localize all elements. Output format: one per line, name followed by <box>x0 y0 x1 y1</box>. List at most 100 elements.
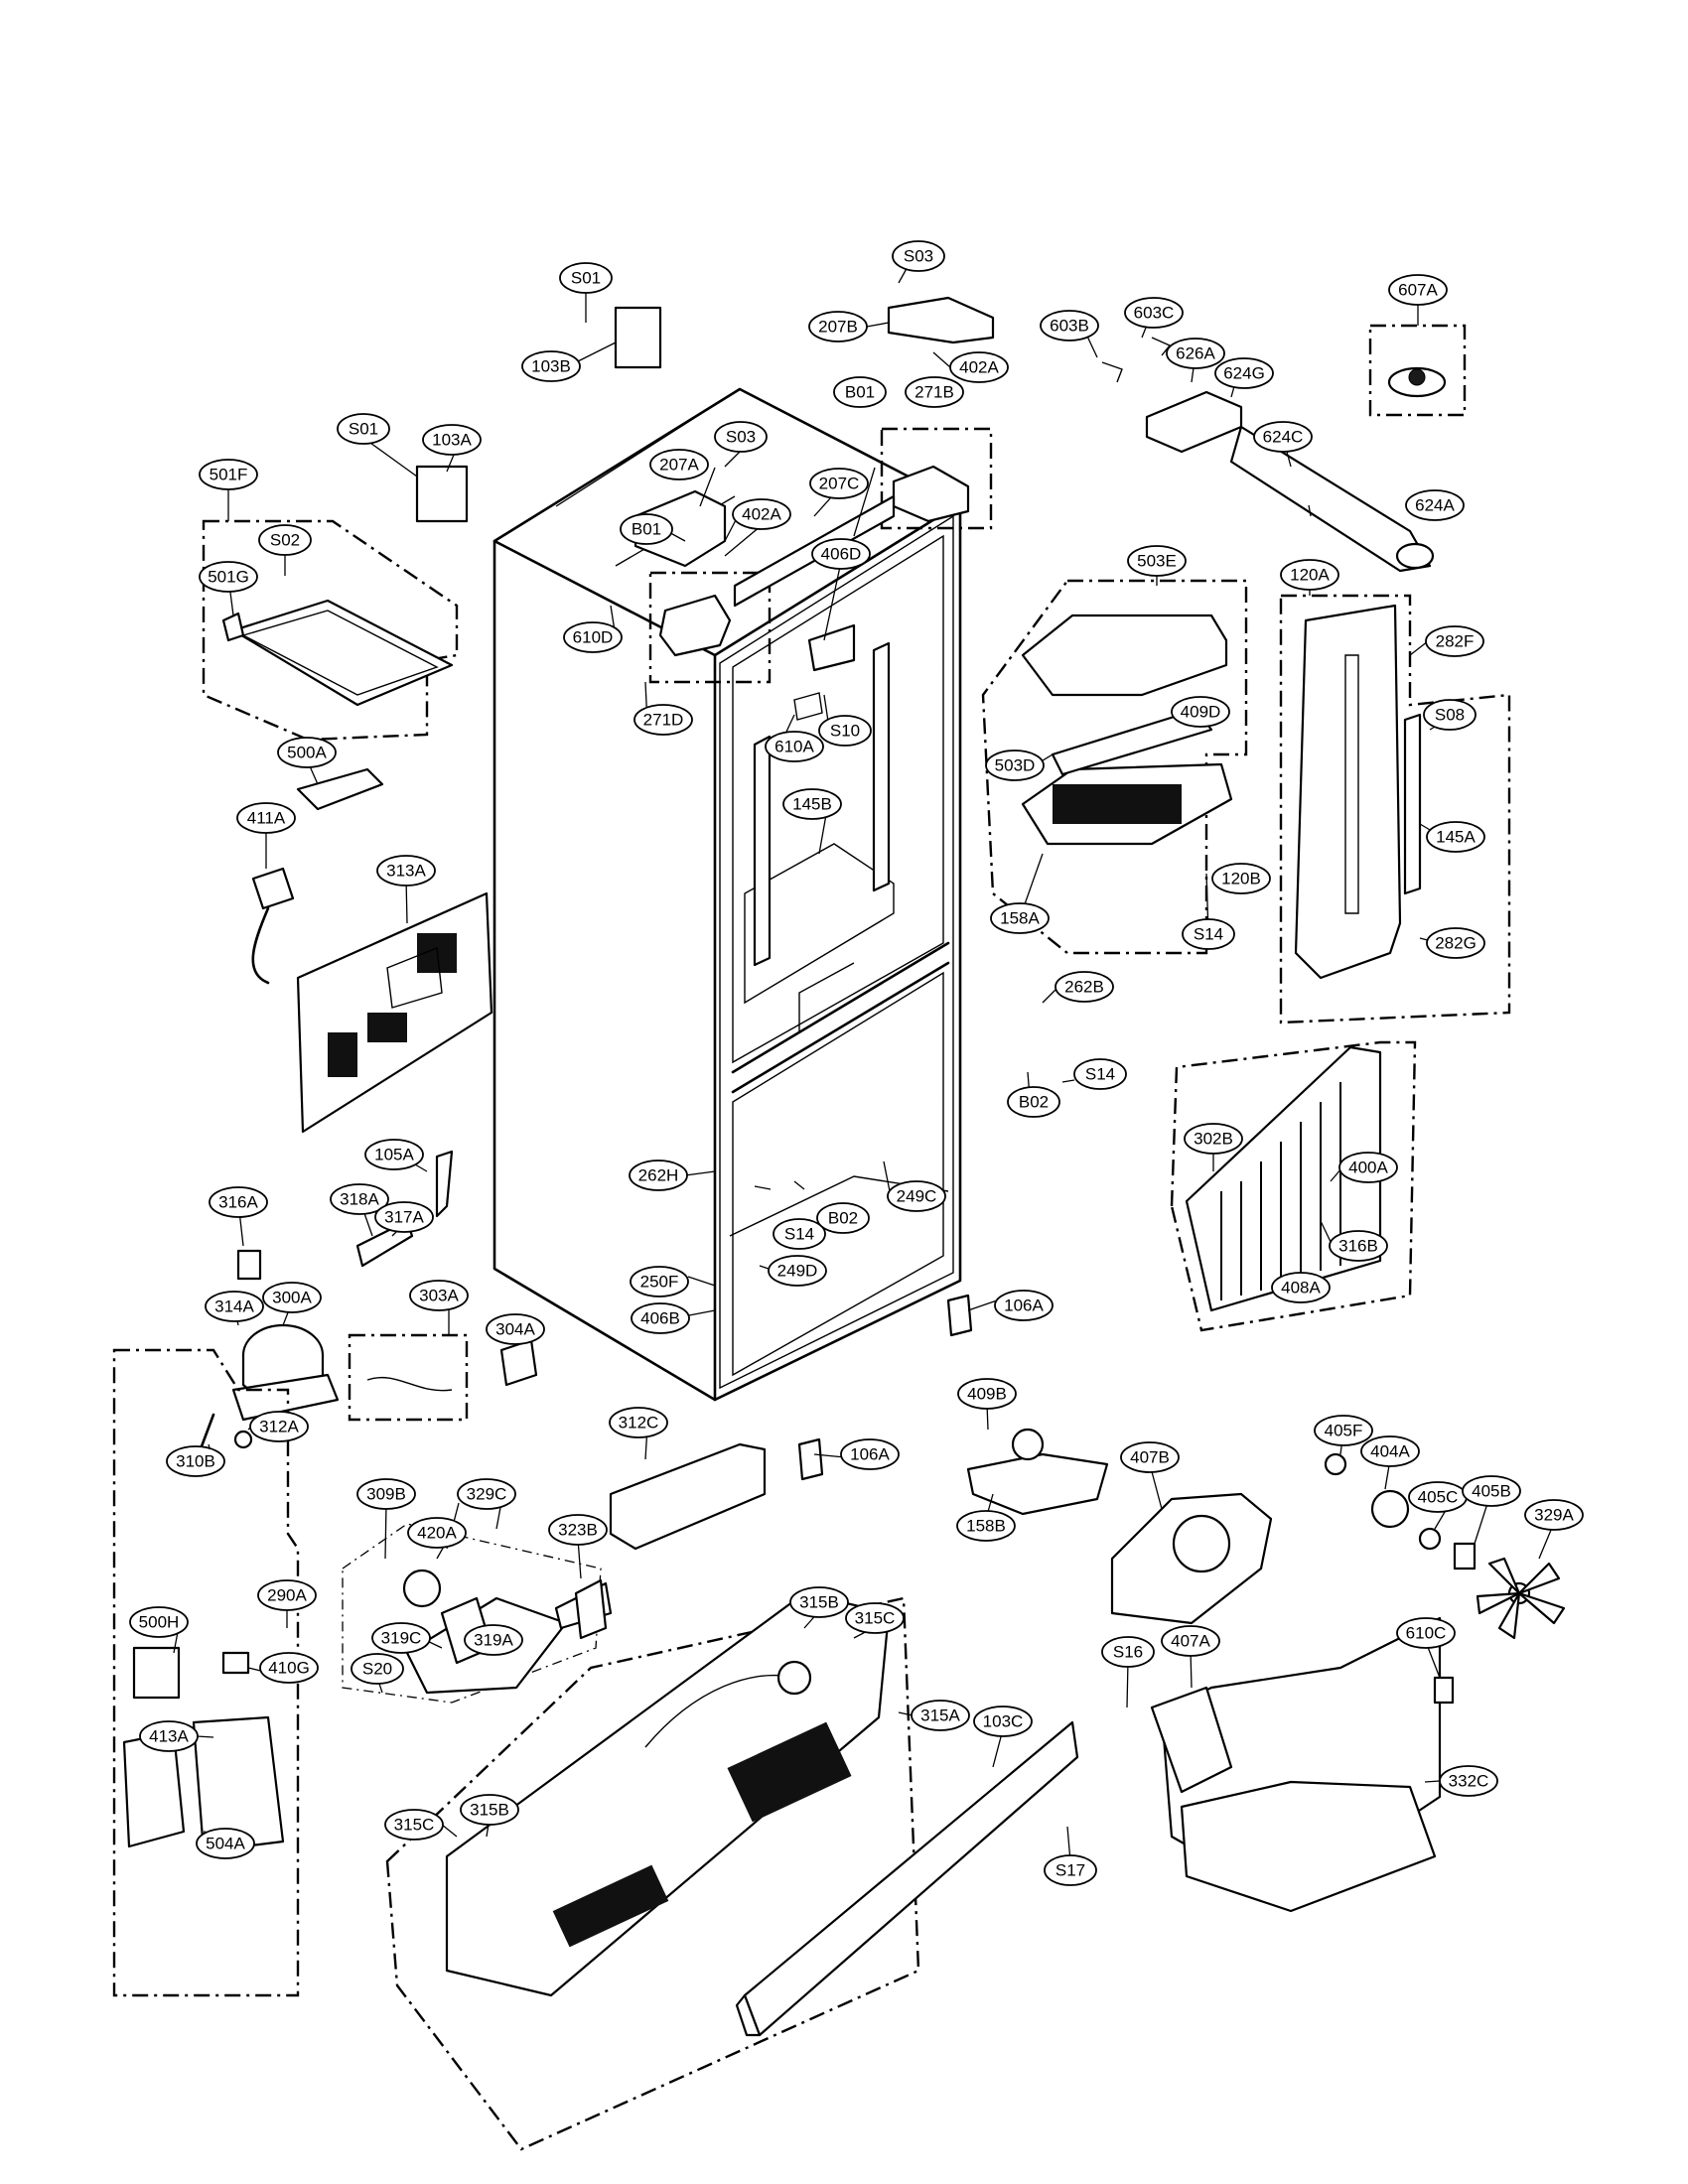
svg-text:501G: 501G <box>208 568 249 587</box>
svg-text:624C: 624C <box>1263 428 1304 447</box>
callout-103C: 103C <box>973 1706 1033 1737</box>
svg-text:249D: 249D <box>777 1262 818 1281</box>
svg-text:319A: 319A <box>474 1631 513 1650</box>
callout-500H: 500H <box>129 1606 189 1638</box>
callout-332C: 332C <box>1439 1765 1498 1797</box>
callout-250F: 250F <box>630 1266 689 1297</box>
svg-text:315B: 315B <box>799 1593 839 1612</box>
callout-319A: 319A <box>464 1624 523 1656</box>
callout-120A: 120A <box>1280 559 1339 591</box>
leveling-legs <box>797 1294 973 1481</box>
svg-text:S02: S02 <box>270 531 300 550</box>
svg-text:249C: 249C <box>897 1187 937 1206</box>
inner-rails <box>753 641 891 967</box>
callout-610C: 610C <box>1396 1617 1456 1649</box>
svg-text:S14: S14 <box>784 1225 814 1244</box>
svg-text:120A: 120A <box>1290 566 1330 585</box>
svg-text:405B: 405B <box>1472 1482 1511 1501</box>
svg-text:B01: B01 <box>632 520 661 539</box>
callout-411A: 411A <box>236 802 296 834</box>
callout-282G: 282G <box>1426 927 1485 959</box>
callout-S16: S16 <box>1101 1636 1155 1668</box>
svg-text:329C: 329C <box>467 1485 507 1504</box>
svg-text:406B: 406B <box>640 1309 680 1328</box>
svg-text:500H: 500H <box>139 1613 180 1632</box>
callout-S08: S08 <box>1423 699 1477 731</box>
callout-315C: 315C <box>845 1602 905 1634</box>
svg-text:402A: 402A <box>959 358 999 377</box>
evaporator-cover-group <box>981 579 1511 1024</box>
callout-312A: 312A <box>249 1411 309 1442</box>
svg-text:106A: 106A <box>850 1445 890 1464</box>
callout-314A: 314A <box>205 1291 264 1322</box>
svg-text:303A: 303A <box>419 1287 459 1305</box>
callout-304A: 304A <box>486 1313 545 1345</box>
callout-262B: 262B <box>1055 971 1114 1003</box>
callout-329C: 329C <box>457 1478 516 1510</box>
callout-610D: 610D <box>563 621 623 653</box>
svg-text:106A: 106A <box>1004 1297 1044 1315</box>
callout-207C: 207C <box>809 468 869 499</box>
callout-406D: 406D <box>811 538 871 570</box>
callout-271D: 271D <box>633 704 693 736</box>
svg-text:610D: 610D <box>573 628 614 647</box>
cover-103B <box>614 306 662 369</box>
callout-406B: 406B <box>631 1302 690 1334</box>
svg-text:315C: 315C <box>855 1609 896 1628</box>
callout-315B: 315B <box>789 1586 849 1618</box>
svg-text:314A: 314A <box>214 1297 254 1316</box>
svg-text:207B: 207B <box>818 318 858 337</box>
svg-text:B02: B02 <box>1019 1093 1049 1112</box>
rear-cover-313A <box>296 891 493 1134</box>
svg-text:400A: 400A <box>1348 1159 1388 1177</box>
svg-text:145B: 145B <box>792 795 832 814</box>
callout-405B: 405B <box>1462 1475 1521 1507</box>
svg-text:120B: 120B <box>1221 870 1261 888</box>
callout-S17: S17 <box>1044 1854 1097 1886</box>
svg-text:501F: 501F <box>210 466 248 484</box>
svg-text:315C: 315C <box>394 1816 435 1835</box>
callout-503E: 503E <box>1127 545 1187 577</box>
svg-text:145A: 145A <box>1436 828 1476 847</box>
callout-420A: 420A <box>407 1517 467 1549</box>
callout-207B: 207B <box>808 311 868 342</box>
svg-text:S20: S20 <box>362 1660 392 1679</box>
svg-text:158A: 158A <box>1000 909 1040 928</box>
callout-120B: 120B <box>1211 863 1271 894</box>
svg-text:271B: 271B <box>914 383 954 402</box>
callout-504A: 504A <box>196 1828 255 1859</box>
svg-text:309B: 309B <box>366 1485 406 1504</box>
callout-319C: 319C <box>371 1622 431 1654</box>
callout-408A: 408A <box>1271 1272 1331 1303</box>
svg-text:409D: 409D <box>1181 703 1221 722</box>
svg-text:405C: 405C <box>1418 1488 1459 1507</box>
svg-text:624A: 624A <box>1415 496 1455 515</box>
callout-323B: 323B <box>548 1514 608 1546</box>
svg-text:S08: S08 <box>1435 706 1465 725</box>
base-cover-103C <box>735 1720 1079 2037</box>
svg-text:B02: B02 <box>828 1209 858 1228</box>
callout-607A: 607A <box>1388 274 1448 306</box>
callout-S01: S01 <box>559 262 613 294</box>
svg-text:304A: 304A <box>495 1320 535 1339</box>
svg-text:504A: 504A <box>206 1835 245 1853</box>
svg-text:312A: 312A <box>259 1418 299 1436</box>
svg-text:317A: 317A <box>384 1208 424 1227</box>
hinge-group-left-box <box>648 571 772 684</box>
callout-103A: 103A <box>422 424 482 456</box>
callout-158B: 158B <box>956 1510 1016 1542</box>
svg-text:312C: 312C <box>619 1414 659 1433</box>
callout-400A: 400A <box>1338 1152 1398 1183</box>
svg-text:103B: 103B <box>531 357 571 376</box>
callout-310B: 310B <box>166 1445 225 1477</box>
svg-text:603B: 603B <box>1050 317 1089 336</box>
svg-text:290A: 290A <box>267 1586 307 1605</box>
callout-303A: 303A <box>409 1280 469 1311</box>
callout-410G: 410G <box>259 1652 319 1684</box>
svg-text:302B: 302B <box>1194 1130 1233 1149</box>
svg-text:250F: 250F <box>640 1273 679 1292</box>
callout-302B: 302B <box>1184 1123 1243 1155</box>
callout-S20: S20 <box>351 1653 404 1685</box>
dispenser-tube-assembly <box>1101 324 1467 573</box>
